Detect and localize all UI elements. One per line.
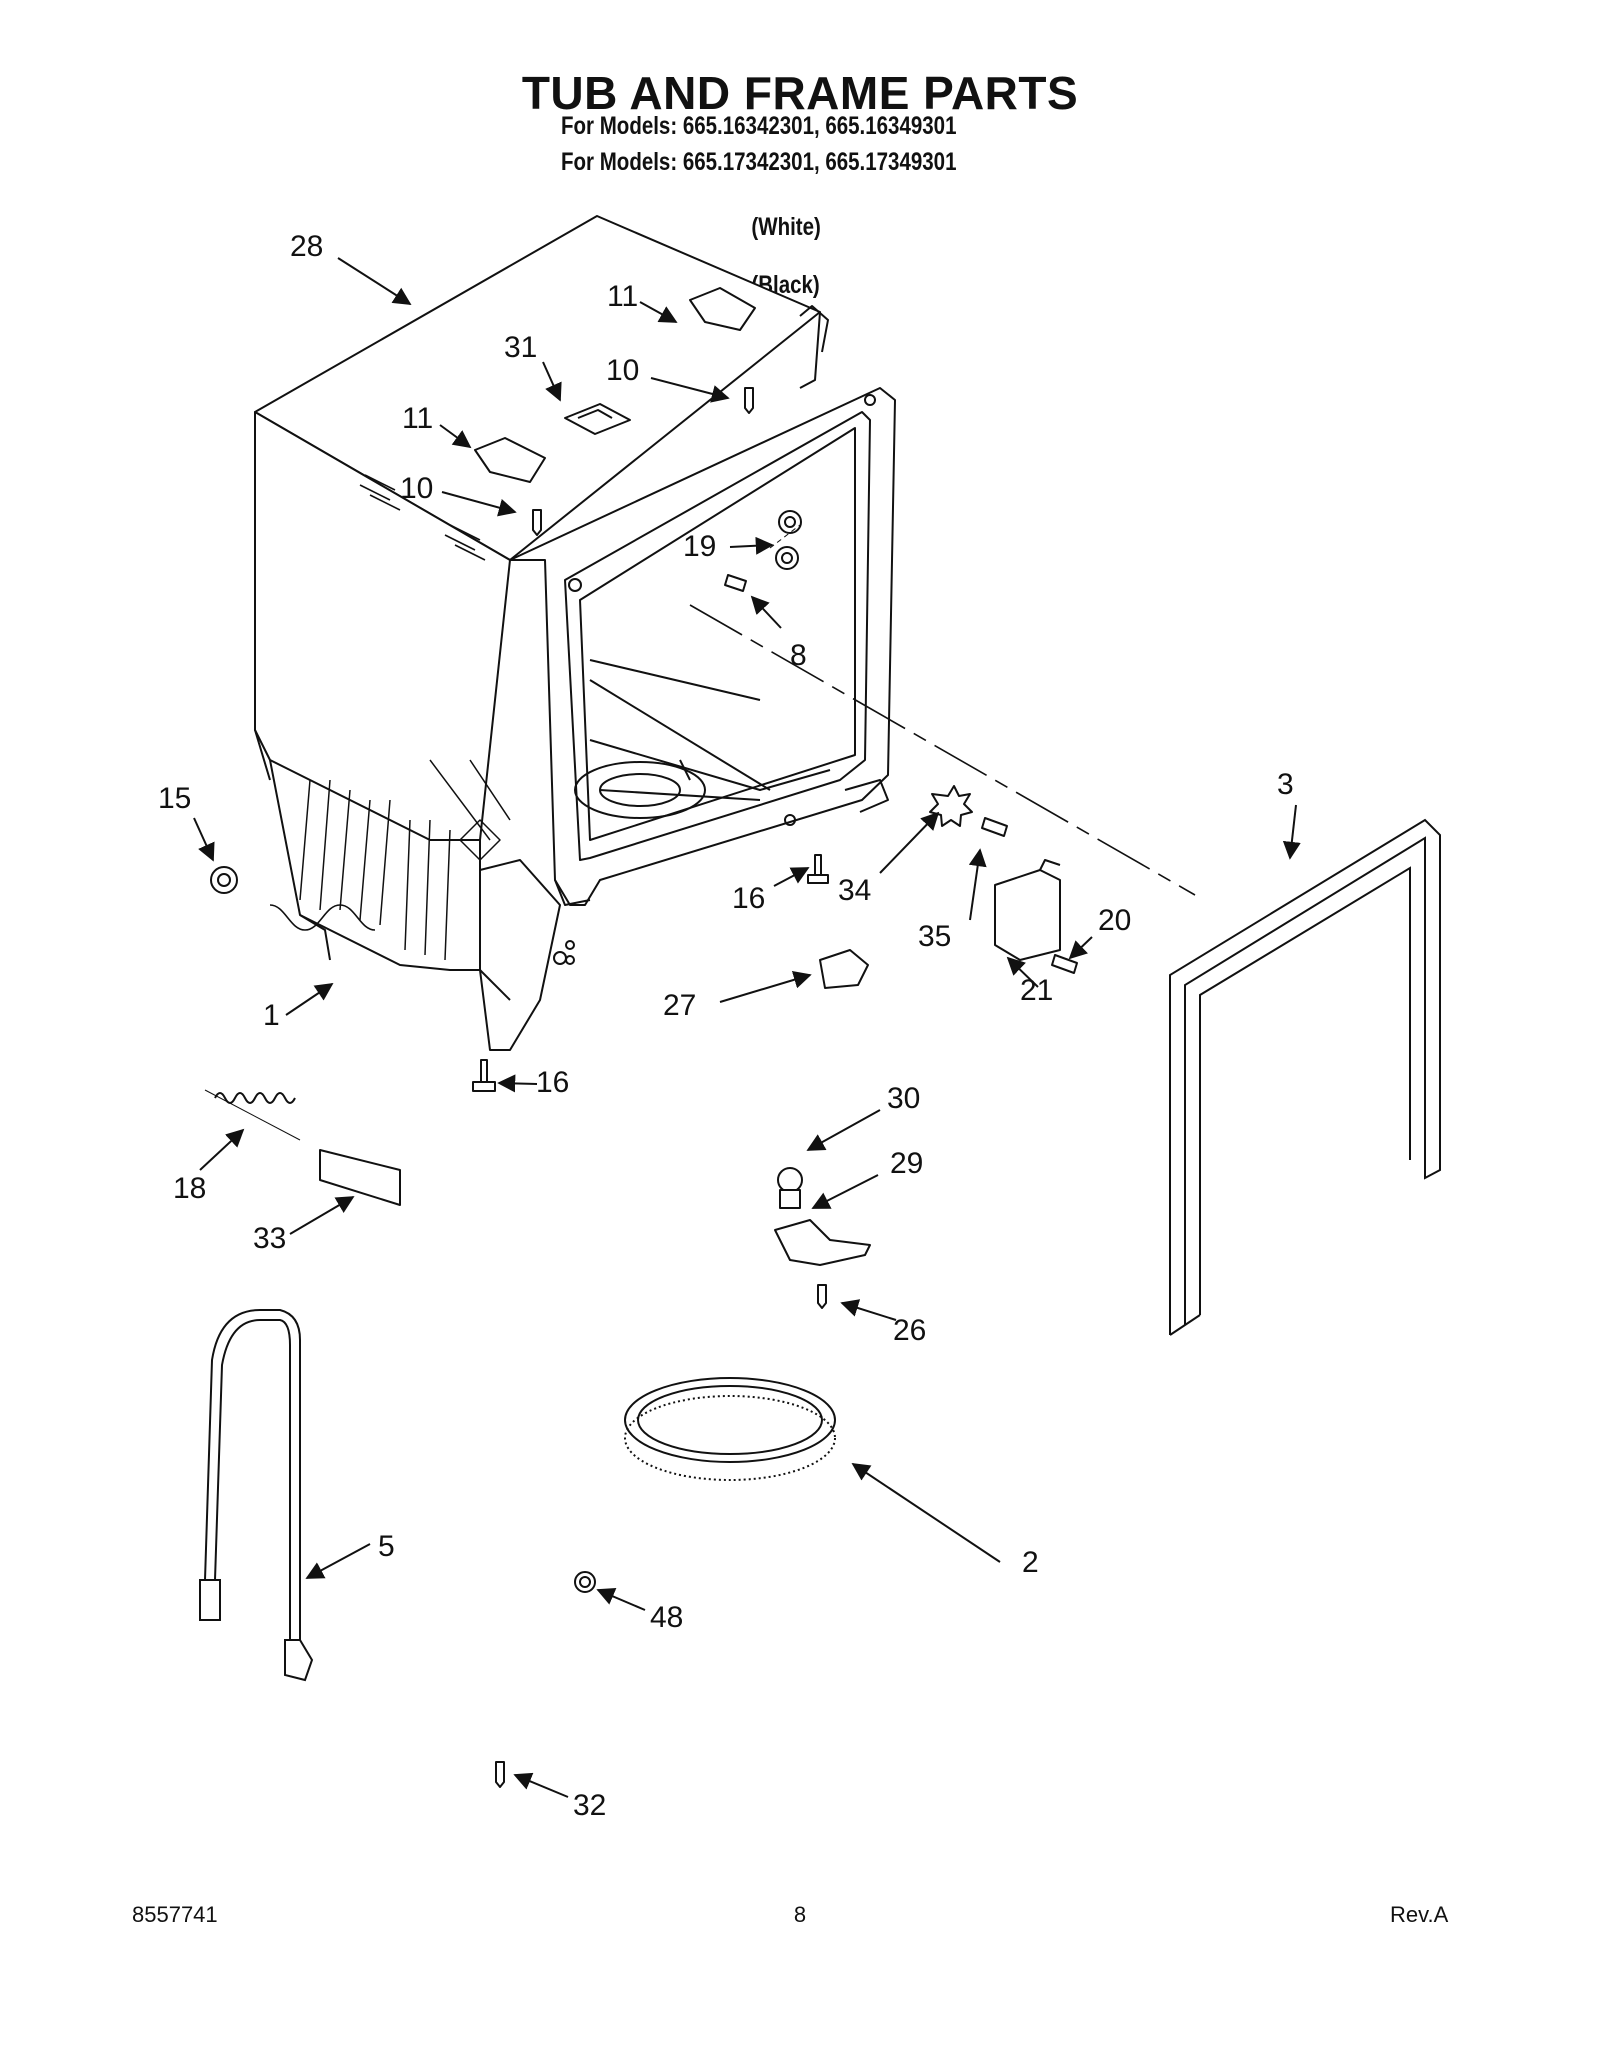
leg-16-left <box>472 1059 496 1092</box>
callout-30: 30 <box>887 1082 920 1115</box>
callout-21: 21 <box>1020 974 1053 1007</box>
callout-33: 33 <box>253 1222 286 1255</box>
callout-19: 19 <box>683 530 716 563</box>
callout-11: 11 <box>402 402 433 435</box>
callout-10: 10 <box>400 472 433 505</box>
callout-28: 28 <box>290 230 323 263</box>
document-number: 8557741 <box>132 1902 218 1927</box>
callout-labels: 28 11 10 31 11 10 19 8 15 3 16 34 35 20 … <box>158 230 1294 1822</box>
bracket-29 <box>774 1219 871 1266</box>
callout-20: 20 <box>1098 904 1131 937</box>
nut-34 <box>929 785 973 827</box>
small-parts <box>204 287 1078 1788</box>
callout-15: 15 <box>158 782 191 815</box>
clip-31 <box>564 403 631 435</box>
pad-33 <box>319 1149 401 1206</box>
models-line-1: For Models: 665.16342301, 665.16349301 <box>561 112 957 140</box>
callout-16: 16 <box>536 1066 569 1099</box>
revision-label: Rev.A <box>1390 1902 1449 1927</box>
callout-27: 27 <box>663 989 696 1022</box>
callout-5: 5 <box>378 1530 395 1563</box>
leg-16-right <box>807 854 829 884</box>
callout-11: 11 <box>607 280 638 313</box>
heater-element-5 <box>199 1309 314 1682</box>
screw-35 <box>981 817 1008 837</box>
callout-8: 8 <box>790 639 807 672</box>
screw-10-left <box>532 509 542 536</box>
model-variants: (White) (Black) <box>740 184 821 300</box>
callout-32: 32 <box>573 1789 606 1822</box>
callout-18: 18 <box>173 1172 206 1205</box>
callout-48: 48 <box>650 1601 683 1634</box>
callout-31: 31 <box>504 331 537 364</box>
screw-20 <box>1051 954 1078 974</box>
screw-26 <box>817 1284 827 1309</box>
callout-29: 29 <box>890 1147 923 1180</box>
models-line-2: For Models: 665.17342301, 665.17349301 <box>561 148 957 176</box>
centerline <box>689 604 1196 896</box>
callout-2: 2 <box>1022 1546 1039 1579</box>
callout-35: 35 <box>918 920 951 953</box>
callout-3: 3 <box>1277 768 1294 801</box>
callout-26: 26 <box>893 1314 926 1347</box>
door-gasket-3 <box>1169 818 1441 1336</box>
callout-1: 1 <box>263 999 280 1032</box>
screw-8 <box>724 574 747 592</box>
callout-34: 34 <box>838 874 871 907</box>
variant-white: (White) <box>751 213 821 241</box>
page-number: 8 <box>793 1902 807 1927</box>
sump-gasket-2 <box>624 1377 836 1481</box>
callout-10: 10 <box>606 354 639 387</box>
callout-leaders <box>193 257 1301 1798</box>
tub-assembly <box>254 215 896 1051</box>
bracket-11-left <box>474 437 546 483</box>
clip-27 <box>819 949 869 989</box>
callout-16: 16 <box>732 882 765 915</box>
page-title: TUB AND FRAME PARTS <box>521 67 1079 119</box>
screw-10-right <box>744 387 754 414</box>
bracket-11-right <box>689 287 756 331</box>
screw-32 <box>495 1761 505 1788</box>
thermostat-30 <box>777 1167 803 1193</box>
bracket-21 <box>994 869 1061 961</box>
